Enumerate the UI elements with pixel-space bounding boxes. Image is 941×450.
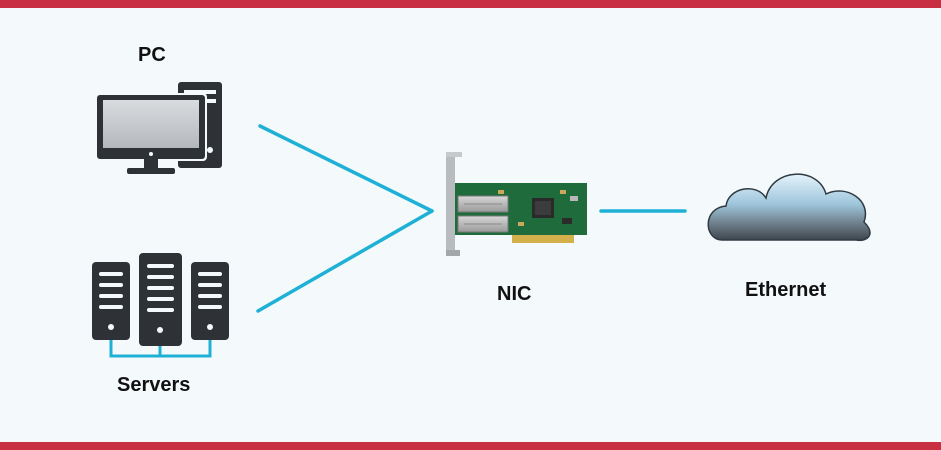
- connector-servers-to-nic: [256, 209, 434, 313]
- servers-label: Servers: [117, 374, 191, 396]
- bottom-border-bar: [0, 442, 941, 450]
- nic-label: NIC: [497, 283, 532, 305]
- connector-pc-to-nic: [258, 124, 434, 213]
- top-border-bar: [0, 0, 941, 8]
- server-rack-icon: [92, 253, 229, 358]
- pc-label: PC: [138, 44, 166, 66]
- connector-lines: [256, 124, 687, 313]
- cloud-icon: [707, 173, 871, 242]
- ethernet-label: Ethernet: [745, 279, 827, 301]
- network-interface-card-icon: [446, 152, 587, 256]
- desktop-computer-icon: [95, 82, 222, 174]
